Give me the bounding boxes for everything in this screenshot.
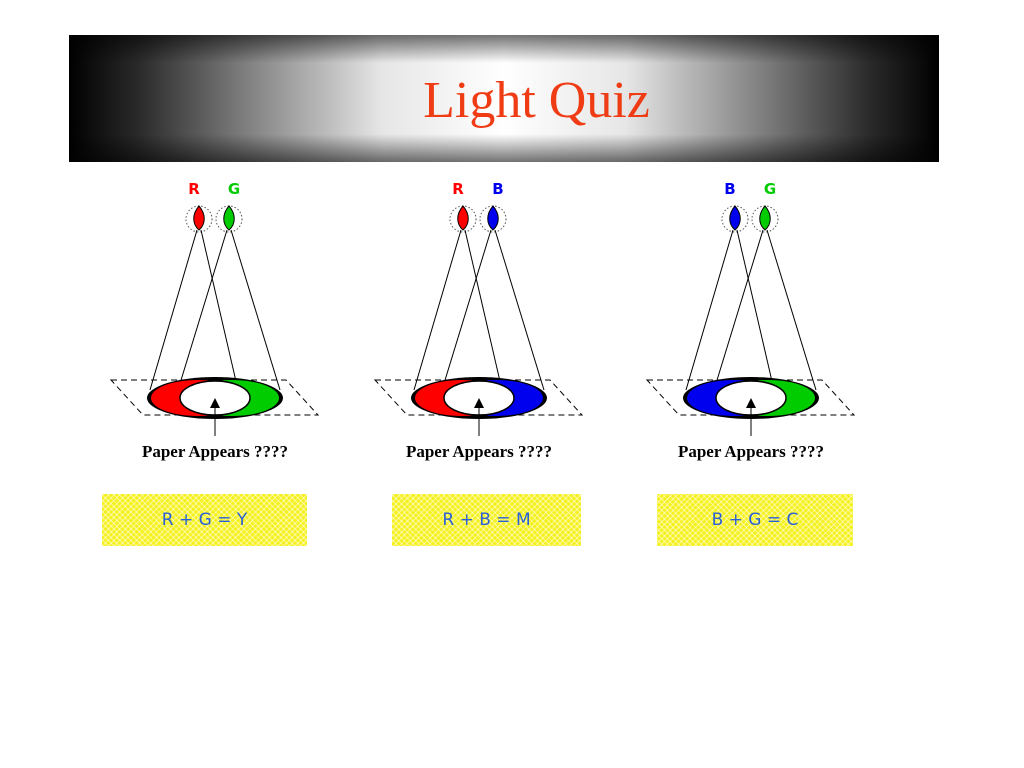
paper-appears-label: Paper Appears ???? [406,442,552,461]
left-bulb-label: B [724,180,735,198]
paper-plane [373,379,584,416]
light-diagram-red-green: R G Paper Appears ???? [108,172,328,462]
paper-plane [109,379,320,416]
light-diagram-blue-green: B G Paper Appears ???? [644,172,864,462]
right-bulb-label: B [492,180,503,198]
right-bulb-icon [479,205,507,233]
right-bulb-label: G [764,180,776,198]
answer-box-red-green: R + G = Y [102,494,307,546]
title-banner: Light Quiz [69,35,939,162]
pointer-arrow [746,398,756,436]
right-bulb-label: G [228,180,240,198]
answer-text: R + G = Y [161,510,248,530]
left-bulb-label: R [188,180,200,198]
right-bulb-icon [751,205,779,233]
left-bulb-icon [721,205,749,233]
paper-appears-label: Paper Appears ???? [678,442,824,461]
left-bulb-icon [185,205,213,233]
answer-text: R + B = M [442,510,531,530]
paper-plane [645,379,856,416]
right-bulb-icon [215,205,243,233]
answer-text: B + G = C [711,510,799,530]
left-bulb-label: R [452,180,464,198]
light-mixing-diagram: R B Paper Appears ???? [373,180,584,461]
light-beams [413,229,545,391]
light-mixing-diagram: R G Paper Appears ???? [109,180,320,461]
light-beams [685,229,817,391]
pointer-arrow [474,398,484,436]
left-bulb-icon [449,205,477,233]
light-mixing-diagram: B G Paper Appears ???? [645,180,856,461]
light-beams [149,229,281,391]
light-diagram-red-blue: R B Paper Appears ???? [372,172,592,462]
answer-box-blue-green: B + G = C [657,494,853,546]
answer-box-red-blue: R + B = M [392,494,581,546]
slide-title: Light Quiz [423,72,650,129]
pointer-arrow [210,398,220,436]
paper-appears-label: Paper Appears ???? [142,442,288,461]
